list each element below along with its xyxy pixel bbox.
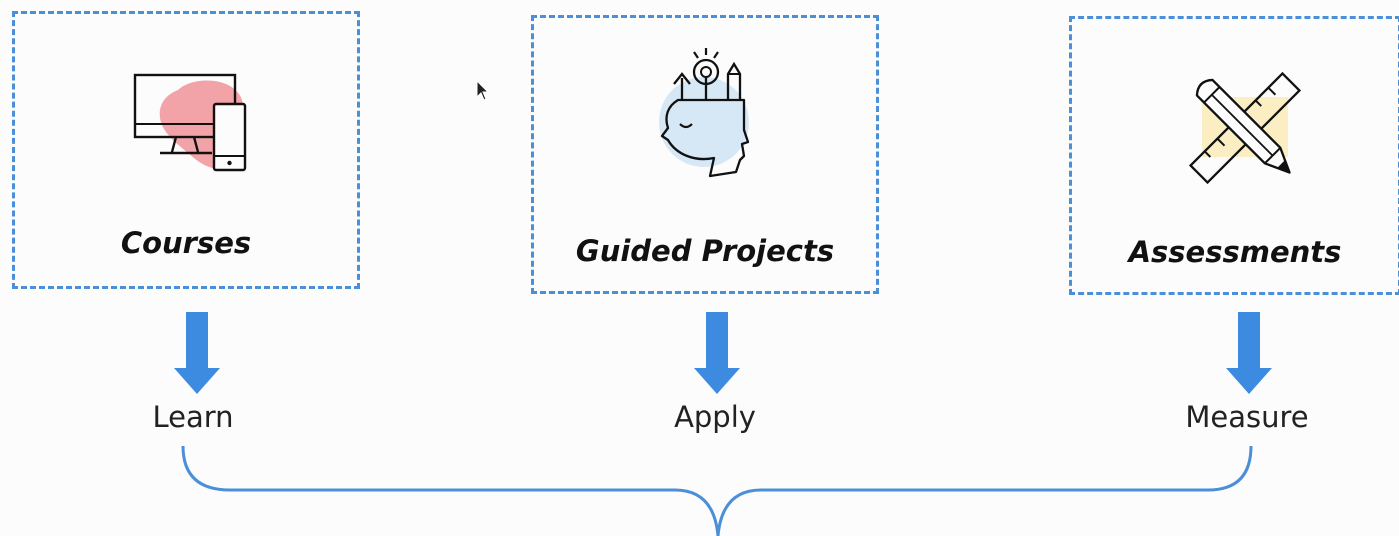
mouse-cursor-icon [476, 80, 490, 101]
card-title: Guided Projects [575, 234, 835, 268]
card-assessments: Assessments [1069, 16, 1399, 295]
ruler-pencil-icon [1188, 71, 1302, 185]
arrow-down-icon [174, 312, 220, 394]
step-label-apply: Apply [674, 400, 756, 434]
card-courses: Courses [12, 11, 360, 289]
arrow-down-icon [1226, 312, 1272, 394]
step-label-measure: Measure [1185, 400, 1309, 434]
step-label-learn: Learn [152, 400, 234, 434]
arrow-down-icon [694, 312, 740, 394]
card-guided-projects: Guided Projects [531, 15, 879, 294]
monitor-phone-icon [133, 73, 247, 172]
card-title: Assessments [1128, 235, 1342, 269]
head-ideas-icon [659, 48, 750, 178]
card-title: Courses [120, 226, 252, 260]
